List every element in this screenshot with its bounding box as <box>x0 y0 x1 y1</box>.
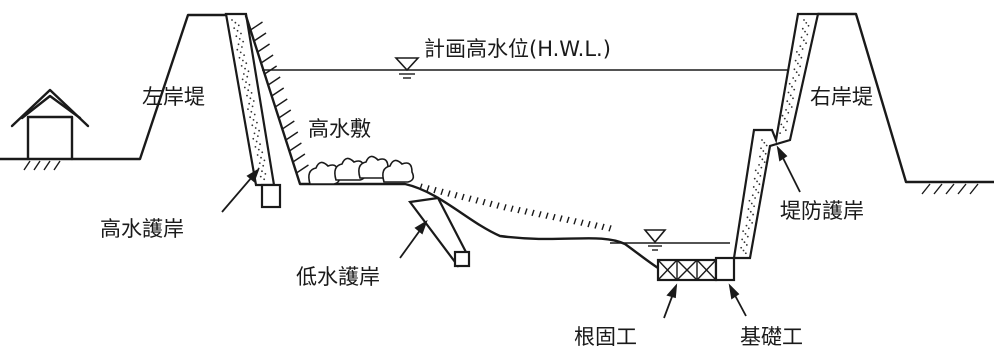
ground-hatch-right <box>921 183 979 195</box>
levee-revetment-strip <box>732 12 820 260</box>
floodplain-label: 高水敷 <box>308 117 371 141</box>
left-slope-hatch <box>250 21 309 174</box>
foundation-block <box>714 256 736 282</box>
toe-protection-label: 根固工 <box>574 325 637 349</box>
left-levee-label: 左岸堤 <box>142 85 205 109</box>
shrub-icon <box>308 155 415 185</box>
levee-revetment-label: 堤防護岸 <box>780 199 864 223</box>
grass-tufts <box>419 183 612 232</box>
revetment-dots-left <box>231 19 267 181</box>
high-water-revetment-strip <box>224 12 282 209</box>
house-icon <box>0 88 90 161</box>
foundation-label: 基礎工 <box>740 325 803 349</box>
ground-hatch-left <box>23 160 61 171</box>
toe-protection-blocks <box>656 258 718 282</box>
low-water-revetment-label: 低水護岸 <box>296 265 380 289</box>
inverted-triangle-icon <box>394 57 420 79</box>
high-water-revetment-label: 高水護岸 <box>100 217 184 241</box>
low-water-revetment-block <box>408 196 471 268</box>
inverted-triangle-icon <box>643 229 667 251</box>
left-levee <box>70 13 234 161</box>
right-levee <box>816 12 994 184</box>
hwl-label: 計画高水位(H.W.L.) <box>424 37 611 61</box>
revetment-dots-right <box>740 19 810 255</box>
leader-arrows <box>221 145 801 319</box>
right-levee-label: 右岸堤 <box>810 85 873 109</box>
